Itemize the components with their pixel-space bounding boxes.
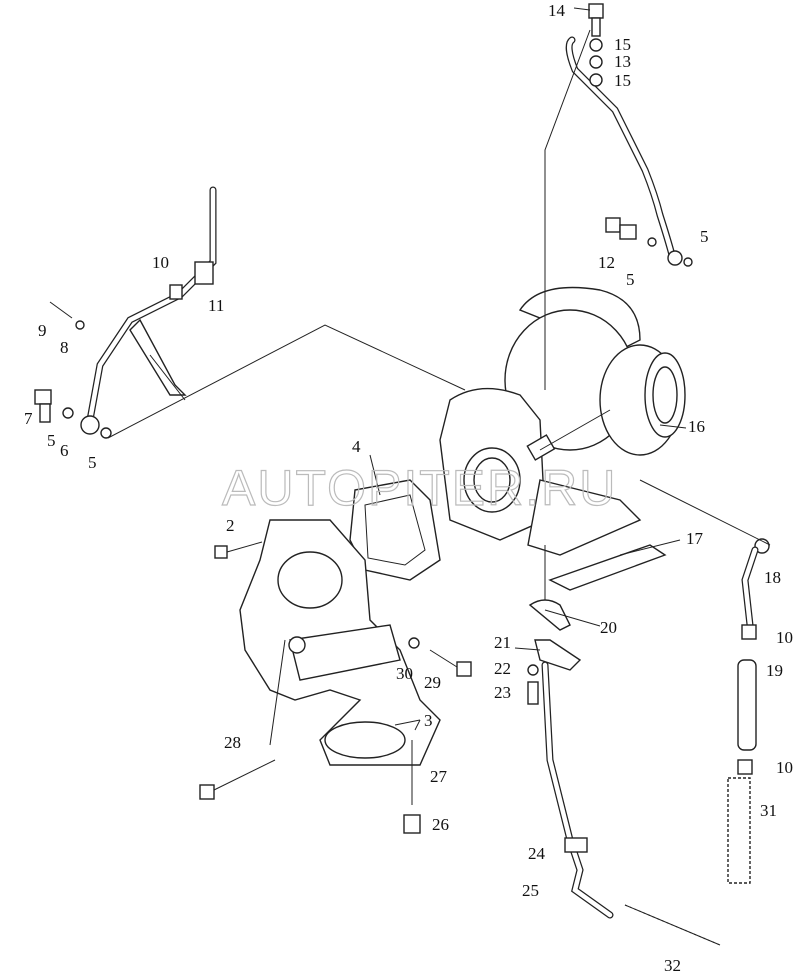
breather-hose	[727, 538, 770, 884]
coolant-line-left	[34, 186, 217, 439]
watermark: AUTOPITER.RU	[222, 460, 617, 516]
leader-lines	[107, 7, 771, 746]
callout-4: 4	[352, 437, 361, 456]
callout-20: 20	[600, 618, 617, 637]
callout-27: 27	[430, 767, 448, 786]
callout-21: 21	[494, 633, 511, 652]
callout-32: 32	[664, 956, 681, 974]
callout-9: 9	[38, 321, 47, 340]
callout-3: 3	[424, 711, 433, 730]
callout-22: 22	[494, 659, 511, 678]
callout-13: 13	[614, 52, 631, 71]
callout-31: 31	[760, 801, 777, 820]
callout-18: 18	[764, 568, 781, 587]
callout-5: 5	[700, 227, 709, 246]
callout-23: 23	[494, 683, 511, 702]
callout-26: 26	[432, 815, 449, 834]
callout-15: 15	[614, 71, 631, 90]
callout-30: 30	[396, 664, 413, 683]
bolts	[199, 541, 539, 834]
callout-19: 19	[766, 661, 783, 680]
gaskets	[349, 479, 667, 631]
callout-5: 5	[47, 431, 56, 450]
callout-15: 15	[614, 35, 631, 54]
callout-labels: 14 15 13 15 5 12 5 10 11 9 8 7 5 6 5 16 …	[24, 1, 793, 974]
oil-feed-line	[565, 3, 693, 267]
callout-12: 12	[598, 253, 615, 272]
turbocharger	[439, 286, 686, 556]
callout-16: 16	[688, 417, 705, 436]
callout-10: 10	[152, 253, 169, 272]
callout-14: 14	[548, 1, 566, 20]
callout-6: 6	[60, 441, 69, 460]
callout-8: 8	[60, 338, 69, 357]
oil-return-line	[534, 639, 721, 946]
callout-5: 5	[626, 270, 635, 289]
exhaust-manifold	[239, 519, 441, 766]
callout-10: 10	[776, 628, 793, 647]
callout-10: 10	[776, 758, 793, 777]
callout-28: 28	[224, 733, 241, 752]
callout-5: 5	[88, 453, 97, 472]
callout-2: 2	[226, 516, 235, 535]
callout-11: 11	[208, 296, 224, 315]
callout-24: 24	[528, 844, 546, 863]
callout-17: 17	[686, 529, 704, 548]
callout-25: 25	[522, 881, 539, 900]
callout-29: 29	[424, 673, 441, 692]
callout-7: 7	[24, 409, 33, 428]
